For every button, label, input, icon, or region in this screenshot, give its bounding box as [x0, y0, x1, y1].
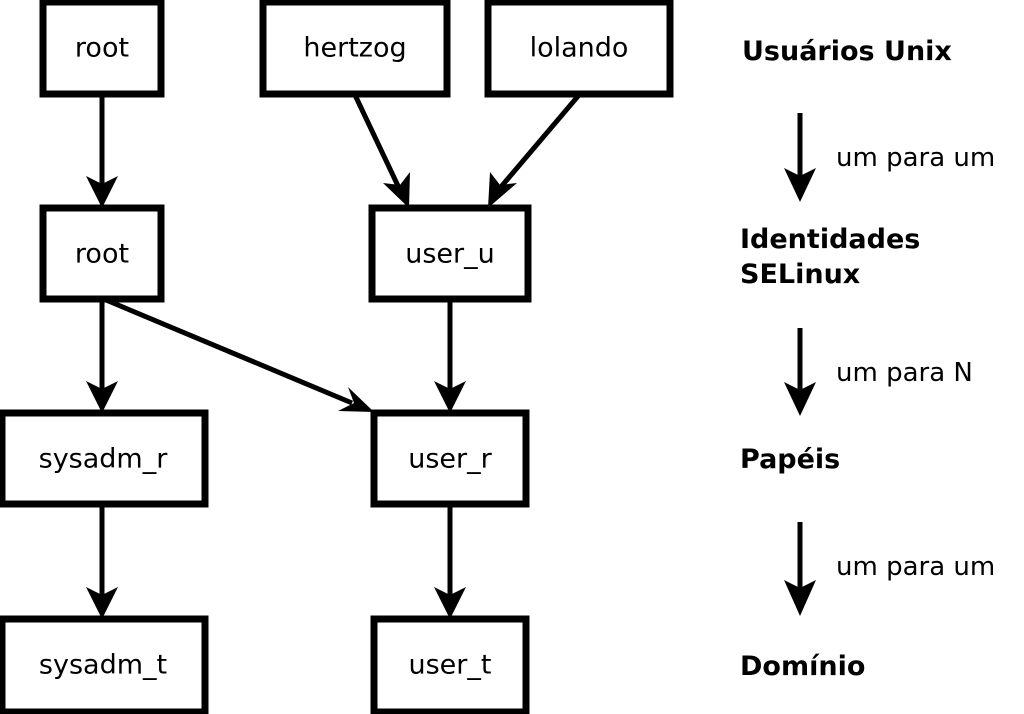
arrowhead-icon [86, 381, 118, 413]
node-box [484, 0, 674, 98]
arrowhead-icon [488, 172, 517, 208]
legend-connector-label: um para um [836, 552, 995, 582]
legend-connector-label: um para N [836, 358, 973, 388]
node-label: sysadm_r [39, 444, 169, 475]
arrowhead-icon [338, 387, 374, 412]
arrowhead-icon [434, 381, 466, 413]
legend-level-usuarios-unix: Usuários Unix [742, 36, 952, 67]
node-box [0, 409, 209, 508]
edge-user-r-to-user-t [434, 504, 466, 619]
arrowhead-icon [784, 168, 816, 202]
node-label: sysadm_t [39, 650, 167, 681]
edge-user-u-to-user-r [434, 299, 466, 413]
node-user-u[interactable]: user_u [368, 204, 532, 303]
node-box [370, 615, 530, 714]
legend-title: Papéis [740, 444, 840, 475]
node-root-selinux[interactable]: root [39, 204, 165, 303]
edge-line [498, 93, 581, 190]
node-label: user_r [408, 444, 492, 475]
legend-title: Usuários Unix [742, 36, 952, 67]
arrowhead-icon [784, 382, 816, 416]
arrowhead-icon [86, 176, 118, 208]
legend-connector-2: um para N [784, 328, 973, 416]
arrowhead-icon [434, 587, 466, 619]
legend-connector-3: um para um [784, 522, 995, 616]
edge-root-to-root [86, 94, 118, 208]
node-box [39, 204, 165, 303]
node-label: user_u [405, 239, 495, 270]
edge-hertzog-to-user-u [352, 93, 410, 208]
edge-lolando-to-user-u [488, 93, 581, 208]
node-label: root [75, 239, 129, 270]
edge-sysadm-r-to-sysadm-t [86, 504, 118, 619]
node-label: lolando [530, 33, 629, 64]
edge-root-to-sysadm-r [86, 299, 118, 413]
arrowhead-icon [784, 580, 816, 616]
node-label: root [75, 33, 129, 64]
legend-title: Domínio [740, 651, 865, 682]
legend-level-dominio: Domínio [740, 651, 865, 682]
legend-connector-1: um para um [784, 113, 995, 202]
node-box [0, 615, 209, 714]
node-hertzog[interactable]: hertzog [259, 0, 451, 98]
node-user-t[interactable]: user_t [370, 615, 530, 714]
edge-line [105, 297, 353, 406]
node-label: user_t [409, 650, 492, 681]
legend-title-line-2: SELinux [740, 259, 860, 290]
edge-line [352, 93, 402, 190]
node-sysadm-t[interactable]: sysadm_t [0, 615, 209, 714]
arrowhead-icon [383, 172, 410, 208]
node-lolando[interactable]: lolando [484, 0, 674, 98]
edge-root-to-user-r [105, 297, 374, 412]
node-sysadm-r[interactable]: sysadm_r [0, 409, 209, 508]
legend-level-papeis: Papéis [740, 444, 840, 475]
legend-title-line-1: Identidades [740, 224, 920, 255]
node-label: hertzog [303, 33, 406, 64]
node-user-r[interactable]: user_r [370, 409, 530, 508]
node-root-unix[interactable]: root [39, 0, 165, 98]
node-box [259, 0, 451, 98]
legend-level-identidades-selinux: Identidades SELinux [740, 224, 920, 290]
arrowhead-icon [86, 587, 118, 619]
legend-connector-label: um para um [836, 143, 995, 173]
